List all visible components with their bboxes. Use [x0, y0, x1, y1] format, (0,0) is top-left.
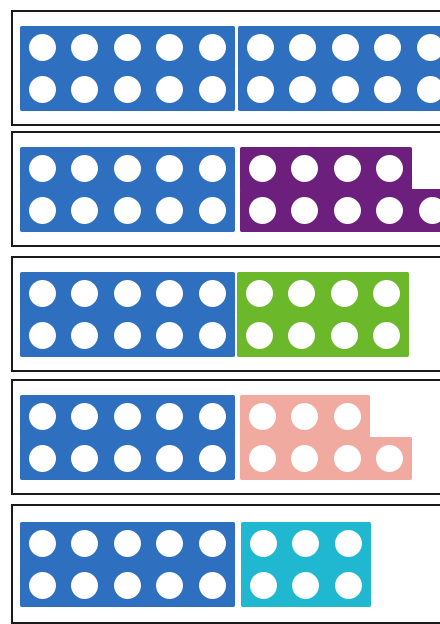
- numicon-10: [20, 272, 235, 357]
- peg-hole: [199, 280, 226, 307]
- number-row: [11, 256, 440, 372]
- peg-hole: [246, 280, 273, 307]
- peg-hole: [29, 403, 56, 430]
- peg-hole: [373, 280, 400, 307]
- peg-hole: [376, 445, 403, 472]
- peg-hole: [114, 34, 141, 61]
- peg-hole: [246, 322, 273, 349]
- peg-hole: [249, 403, 276, 430]
- peg-hole: [156, 34, 183, 61]
- numicon-10: [20, 395, 235, 480]
- peg-hole: [334, 155, 361, 182]
- peg-hole: [199, 322, 226, 349]
- peg-hole: [331, 280, 358, 307]
- peg-hole: [29, 445, 56, 472]
- peg-hole: [249, 197, 276, 224]
- peg-hole: [199, 76, 226, 103]
- peg-hole: [335, 572, 362, 599]
- peg-hole: [249, 155, 276, 182]
- peg-hole: [250, 572, 277, 599]
- peg-hole: [199, 445, 226, 472]
- numicon-10: [20, 147, 235, 232]
- peg-hole: [334, 403, 361, 430]
- peg-hole: [156, 445, 183, 472]
- peg-hole: [114, 197, 141, 224]
- peg-hole: [199, 34, 226, 61]
- peg-hole: [334, 197, 361, 224]
- peg-hole: [417, 34, 440, 61]
- number-row: [11, 10, 440, 126]
- peg-hole: [332, 76, 359, 103]
- peg-hole: [249, 445, 276, 472]
- peg-hole: [29, 322, 56, 349]
- peg-hole: [199, 155, 226, 182]
- peg-hole: [29, 34, 56, 61]
- peg-hole: [199, 530, 226, 557]
- peg-hole: [247, 34, 274, 61]
- peg-hole: [29, 572, 56, 599]
- peg-hole: [114, 445, 141, 472]
- peg-hole: [250, 530, 277, 557]
- peg-hole: [199, 572, 226, 599]
- peg-hole: [114, 280, 141, 307]
- number-row: [11, 131, 440, 247]
- peg-hole: [114, 403, 141, 430]
- numicon-8: [237, 272, 409, 357]
- peg-hole: [417, 76, 440, 103]
- peg-hole: [156, 155, 183, 182]
- peg-hole: [156, 403, 183, 430]
- number-row: [11, 379, 440, 495]
- peg-hole: [29, 76, 56, 103]
- peg-hole: [156, 322, 183, 349]
- peg-hole: [114, 76, 141, 103]
- number-row: [11, 504, 440, 624]
- peg-hole: [156, 530, 183, 557]
- peg-hole: [373, 322, 400, 349]
- peg-hole: [334, 445, 361, 472]
- peg-hole: [374, 76, 401, 103]
- numicon-10: [238, 26, 440, 111]
- peg-hole: [29, 155, 56, 182]
- peg-hole: [156, 572, 183, 599]
- peg-hole: [114, 572, 141, 599]
- peg-hole: [114, 155, 141, 182]
- peg-hole: [156, 197, 183, 224]
- numicon-6: [241, 522, 371, 607]
- peg-hole: [29, 530, 56, 557]
- peg-hole: [332, 34, 359, 61]
- peg-hole: [114, 530, 141, 557]
- peg-hole: [376, 155, 403, 182]
- peg-hole: [29, 197, 56, 224]
- numicon-10: [20, 522, 235, 607]
- peg-hole: [29, 280, 56, 307]
- peg-hole: [199, 403, 226, 430]
- peg-hole: [247, 76, 274, 103]
- peg-hole: [374, 34, 401, 61]
- numicon-9: [240, 147, 440, 232]
- peg-hole: [156, 76, 183, 103]
- peg-hole: [335, 530, 362, 557]
- peg-hole: [114, 322, 141, 349]
- peg-hole: [376, 197, 403, 224]
- peg-hole: [199, 197, 226, 224]
- peg-hole: [156, 280, 183, 307]
- numicon-10: [20, 26, 235, 111]
- peg-hole: [331, 322, 358, 349]
- numicon-7: [240, 395, 412, 480]
